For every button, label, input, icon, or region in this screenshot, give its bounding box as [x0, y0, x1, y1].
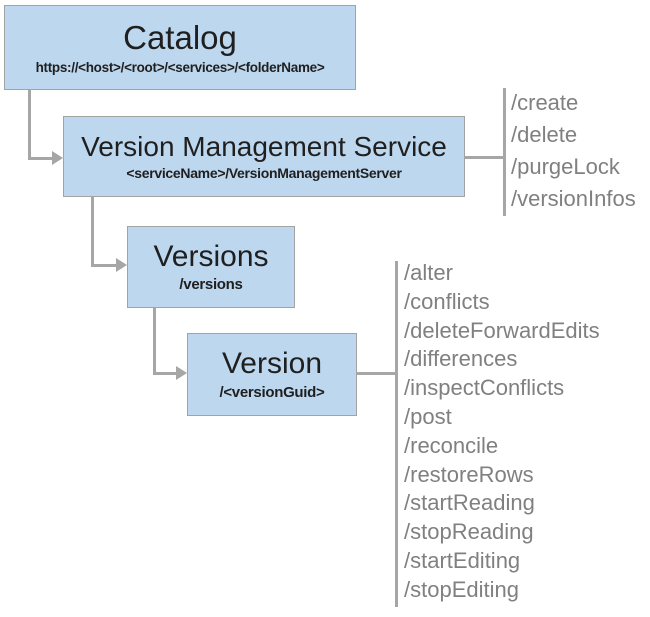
connector-versions-to-version-vertical [153, 308, 156, 375]
endpoint-item: /startReading [404, 490, 535, 516]
node-vms-title: Version Management Service [81, 130, 447, 162]
connector-vms-to-bracket [465, 156, 504, 159]
endpoint-item: /deleteForwardEdits [404, 317, 600, 343]
node-vms-subtitle: <serviceName>/VersionManagementServer [126, 165, 402, 182]
endpoint-item: /post [404, 403, 452, 429]
endpoint-item: /conflicts [404, 288, 490, 314]
endpoint-item: /restoreRows [404, 461, 534, 487]
node-version-title: Version [221, 347, 323, 381]
node-catalog: Catalog https://<host>/<root>/<services>… [4, 5, 356, 90]
endpoint-item: /reconcile [404, 432, 499, 458]
node-catalog-subtitle: https://<host>/<root>/<services>/<folder… [35, 59, 325, 75]
endpoint-item: /create [511, 90, 579, 115]
endpoint-bracket-vms [503, 88, 506, 216]
node-versions: Versions /versions [127, 226, 295, 308]
endpoint-item: /alter [404, 260, 453, 285]
endpoint-list-vms: /create/delete/purgeLock/versionInfos [511, 87, 636, 215]
endpoint-item: /stopEditing [404, 576, 519, 602]
arrowhead-into-vms-icon [52, 151, 63, 165]
node-version: Version /<versionGuid> [187, 333, 357, 416]
endpoint-item: /delete [511, 122, 578, 147]
endpoint-item: /differences [404, 346, 518, 372]
endpoint-list-version: /alter/conflicts/deleteForwardEdits/diff… [404, 259, 600, 605]
node-catalog-title: Catalog [123, 19, 237, 57]
endpoint-item: /startEditing [404, 547, 521, 573]
endpoint-item: /stopReading [404, 519, 534, 545]
connector-catalog-to-vms-horizontal [28, 157, 53, 160]
endpoint-item: /inspectConflicts [404, 375, 565, 401]
endpoint-item: /purgeLock [511, 154, 620, 179]
connector-version-to-bracket [357, 372, 396, 375]
endpoint-bracket-version [395, 261, 398, 607]
connector-versions-to-version-horizontal [153, 372, 176, 375]
node-version-management-service: Version Management Service <serviceName>… [63, 116, 465, 197]
connector-catalog-to-vms-vertical [28, 90, 31, 160]
endpoint-item: /versionInfos [511, 186, 636, 211]
arrowhead-into-version-icon [176, 366, 187, 380]
node-versions-subtitle: /versions [179, 276, 243, 294]
node-versions-title: Versions [153, 239, 269, 273]
connector-vms-to-versions-vertical [91, 197, 94, 267]
connector-vms-to-versions-horizontal [91, 264, 116, 267]
node-version-subtitle: /<versionGuid> [219, 383, 325, 401]
arrowhead-into-versions-icon [116, 258, 127, 272]
